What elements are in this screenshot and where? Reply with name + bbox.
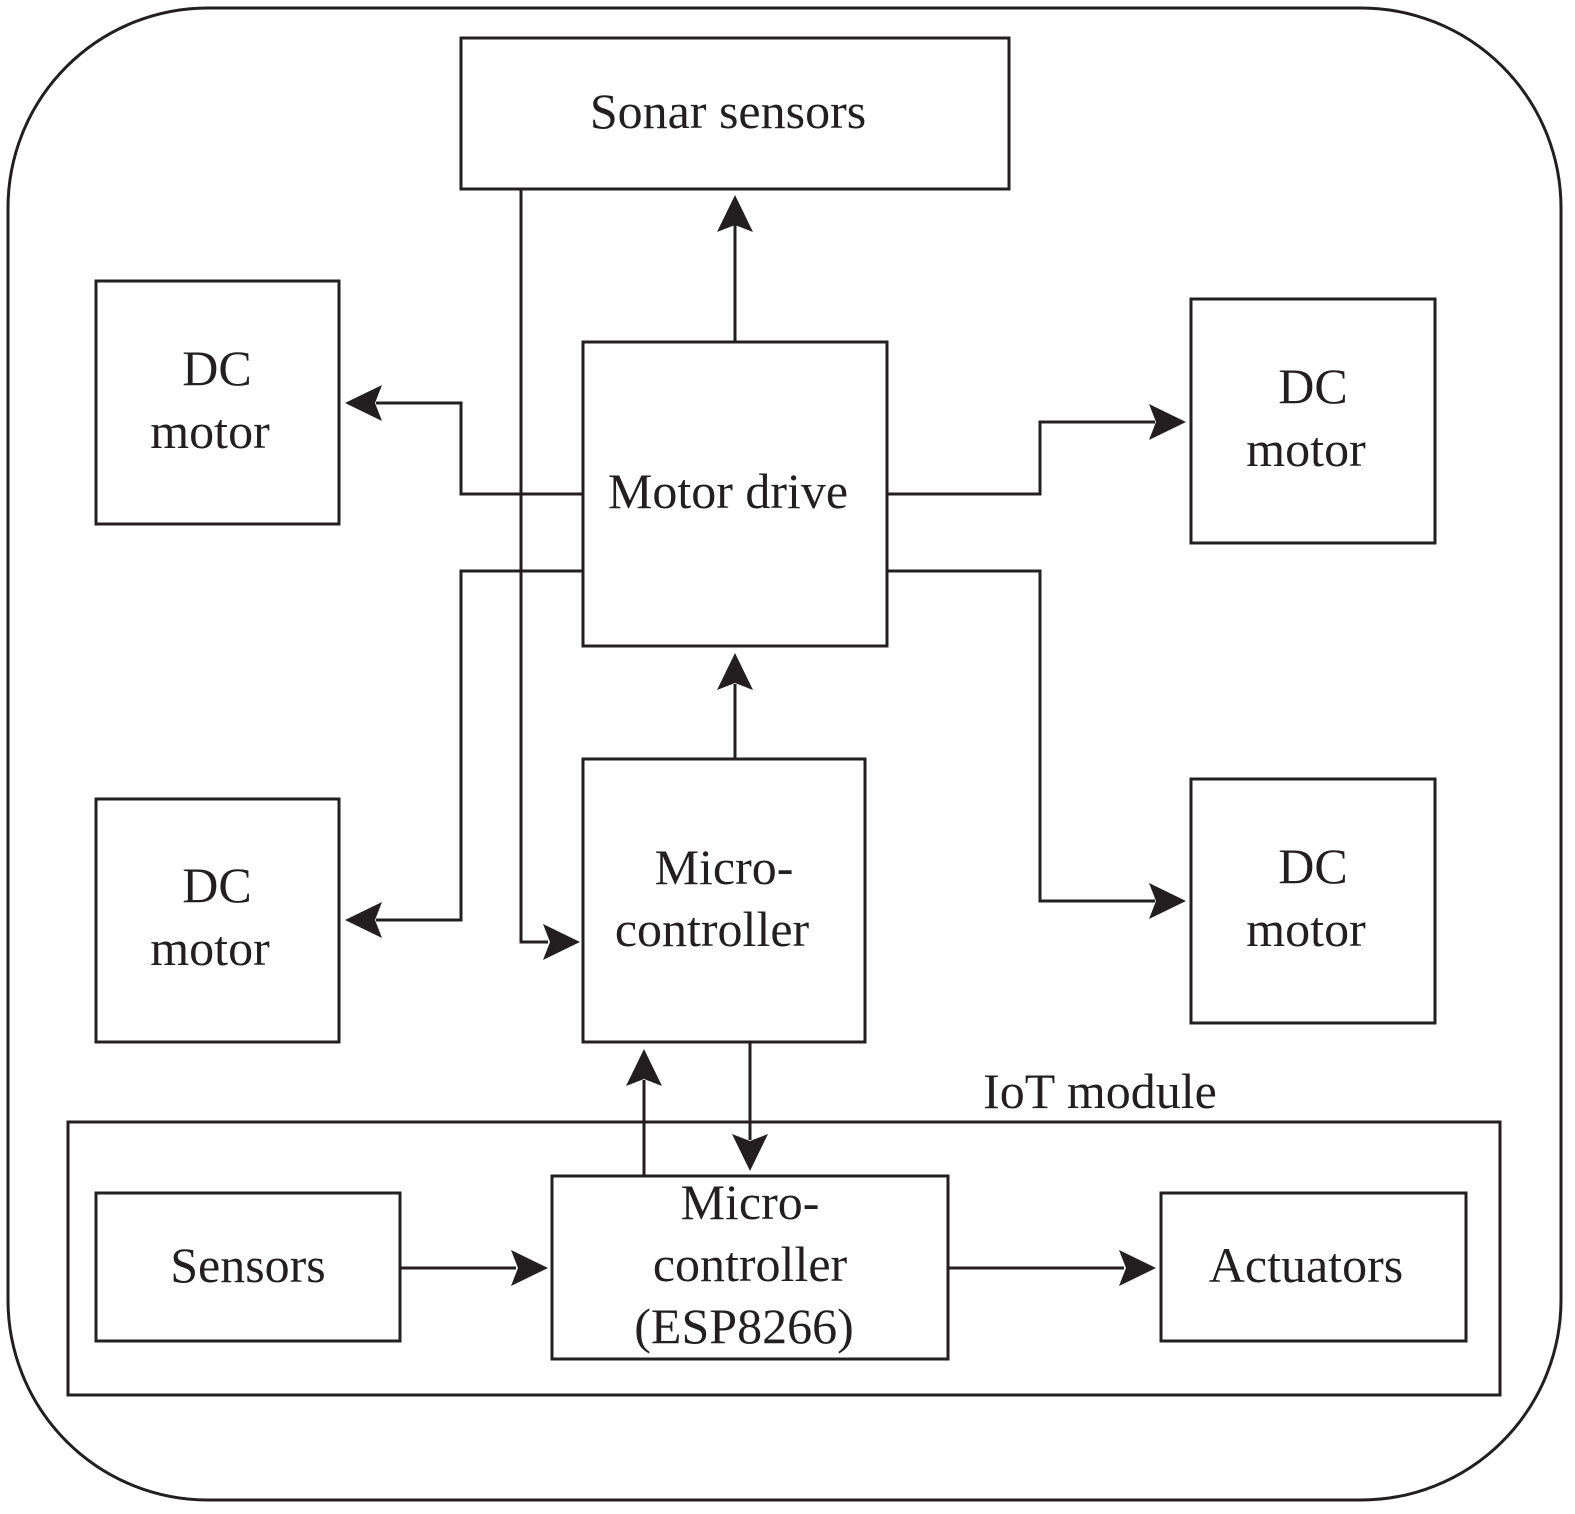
iot-module-label: IoT module	[983, 1063, 1217, 1119]
motor-drive-label: Motor drive	[608, 463, 848, 519]
dc-motor-top-right-line2: motor	[1246, 421, 1366, 477]
microcontroller-line2: controller	[615, 901, 810, 957]
dc-motor-bottom-left-line1: DC	[182, 857, 251, 913]
dc-motor-top-right-box	[1189, 297, 1437, 545]
arrowhead-esp-to-microcontroller	[626, 1049, 662, 1086]
arrowhead-sonar-to-microcontroller	[543, 924, 580, 960]
motor-drive-box	[581, 340, 889, 648]
actuators-box	[1159, 1191, 1468, 1343]
arrow-sonar-to-microcontroller	[519, 189, 548, 944]
sonar-sensors-box	[459, 36, 1011, 191]
arrow-drive-to-dc-top-left	[376, 401, 583, 496]
dc-motor-top-right-line1: DC	[1278, 358, 1347, 414]
dc-motor-bottom-right-line1: DC	[1278, 838, 1347, 894]
dc-motor-top-left-line1: DC	[182, 340, 251, 396]
esp8266-line1: Micro-	[681, 1174, 820, 1230]
dc-motor-bottom-left-line2: motor	[150, 920, 270, 976]
dc-motor-top-left-line2: motor	[150, 403, 270, 459]
microcontroller-line1: Micro-	[655, 839, 794, 895]
dc-motor-bottom-left-box	[94, 797, 341, 1044]
sensors-label: Sensors	[170, 1237, 326, 1293]
arrowhead-drive-to-sonar	[717, 195, 753, 232]
arrow-drive-to-dc-bottom-left	[376, 569, 583, 922]
arrow-drive-to-dc-bottom-right	[887, 569, 1155, 903]
esp8266-box	[550, 1174, 950, 1361]
esp8266-line3: (ESP8266)	[634, 1298, 853, 1354]
arrowhead-drive-to-dc-top-right	[1149, 404, 1186, 440]
arrowhead-drive-to-dc-bottom-left	[345, 902, 382, 938]
sonar-sensors-label: Sonar sensors	[590, 83, 866, 139]
dc-motor-bottom-right-box	[1189, 777, 1437, 1025]
esp8266-line2: controller	[653, 1236, 848, 1292]
arrowhead-microcontroller-to-esp	[732, 1134, 768, 1171]
microcontroller-box	[581, 757, 867, 1044]
actuators-label: Actuators	[1209, 1237, 1403, 1293]
arrowhead-drive-to-dc-top-left	[345, 385, 382, 421]
arrow-drive-to-dc-top-right	[887, 420, 1155, 496]
arrowhead-sensors-to-esp	[511, 1250, 548, 1286]
arrowhead-microcontroller-to-drive	[717, 653, 753, 690]
arrowhead-drive-to-dc-bottom-right	[1149, 883, 1186, 919]
dc-motor-bottom-right-line2: motor	[1246, 901, 1366, 957]
arrowhead-esp-to-actuators	[1119, 1250, 1156, 1286]
sensors-box	[94, 1191, 402, 1343]
dc-motor-top-left-box	[94, 279, 341, 526]
